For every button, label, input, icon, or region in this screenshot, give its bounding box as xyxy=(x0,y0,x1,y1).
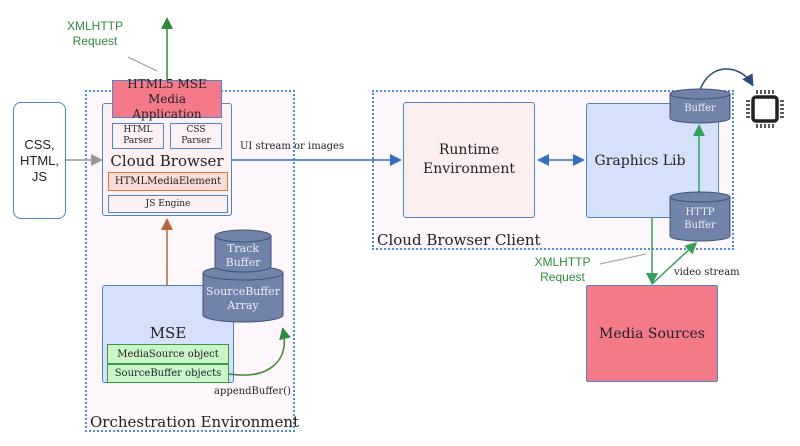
http-buffer-cylinder xyxy=(669,191,731,242)
http-buffer-line1: HTTP xyxy=(685,207,715,218)
css-parser-box: CSS Parser xyxy=(170,123,222,149)
source-files-line1: CSS, xyxy=(24,136,55,152)
runtime-line1: Runtime xyxy=(438,142,500,158)
mse-title: MSE xyxy=(149,324,187,342)
media-sources-box: Media Sources xyxy=(586,285,718,382)
app-line2: Media Application xyxy=(132,91,202,121)
source-files-box: CSS, HTML, JS xyxy=(13,102,66,219)
video-stream-arrow xyxy=(651,241,698,285)
sourcebuffer-array-line2: Array xyxy=(227,299,259,312)
runtime-line2: Environment xyxy=(423,161,515,177)
xhr-label-top: XMLHTTP Request xyxy=(55,18,135,50)
http-buffer-label: HTTP Buffer xyxy=(670,204,730,234)
xhr-label-client: XMLHTTP Request xyxy=(525,254,600,286)
html-parser-box: HTML Parser xyxy=(112,123,164,149)
xhr-callout-line xyxy=(127,56,158,72)
source-files-line2: HTML, xyxy=(20,152,59,168)
cloud-browser-client-label: Cloud Browser Client xyxy=(377,231,541,249)
xhr-client-line1: XMLHTTP xyxy=(534,255,591,269)
sourcebuffer-array-line1: SourceBuffer xyxy=(206,285,280,298)
buffer-cylinder xyxy=(669,88,731,124)
xhr-top-line1: XMLHTTP xyxy=(66,19,123,33)
buffer-label: Buffer xyxy=(684,103,716,114)
append-buffer-arrow xyxy=(228,327,291,376)
runtime-environment-box: Runtime Environment xyxy=(403,102,535,218)
track-buffer-cylinder xyxy=(214,229,272,273)
http-buffer-line2: Buffer xyxy=(684,220,716,231)
css-parser-line2: Parser xyxy=(181,136,211,146)
html-parser-line2: Parser xyxy=(123,136,153,146)
cloud-browser-title: Cloud Browser xyxy=(110,152,224,170)
css-parser-line1: CSS xyxy=(186,125,206,135)
html-media-element-box: HTMLMediaElement xyxy=(108,172,228,191)
js-engine-box: JS Engine xyxy=(108,195,228,213)
append-buffer-label: appendBuffer() xyxy=(214,386,291,397)
source-files-line3: JS xyxy=(31,168,48,184)
xhr-top-line2: Request xyxy=(72,34,118,48)
client-xhr-callout-line xyxy=(599,253,647,265)
html5-mse-app-box: HTML5 MSE Media Application xyxy=(112,76,222,121)
ui-stream-label: UI stream or images xyxy=(240,141,345,152)
sourcebuffer-objects-box: SourceBuffer objects xyxy=(107,364,229,383)
sourcebuffer-array-label: SourceBuffer Array xyxy=(203,284,283,314)
video-stream-label: video stream xyxy=(674,267,740,278)
track-buffer-label: Track Buffer xyxy=(215,241,271,271)
graphics-lib-title: Graphics Lib xyxy=(594,153,686,169)
mediasource-object-box: MediaSource object xyxy=(107,344,229,364)
track-buffer-line1: Track xyxy=(227,242,259,255)
orchestration-environment-label: Orchestration Environment xyxy=(90,413,300,431)
track-buffer-line2: Buffer xyxy=(225,256,261,269)
html-parser-line1: HTML xyxy=(123,125,153,135)
chip-icon xyxy=(746,90,784,128)
buffer-to-chip-arrow xyxy=(699,68,754,91)
xhr-client-line2: Request xyxy=(540,270,585,284)
app-line1: HTML5 MSE xyxy=(127,76,207,91)
